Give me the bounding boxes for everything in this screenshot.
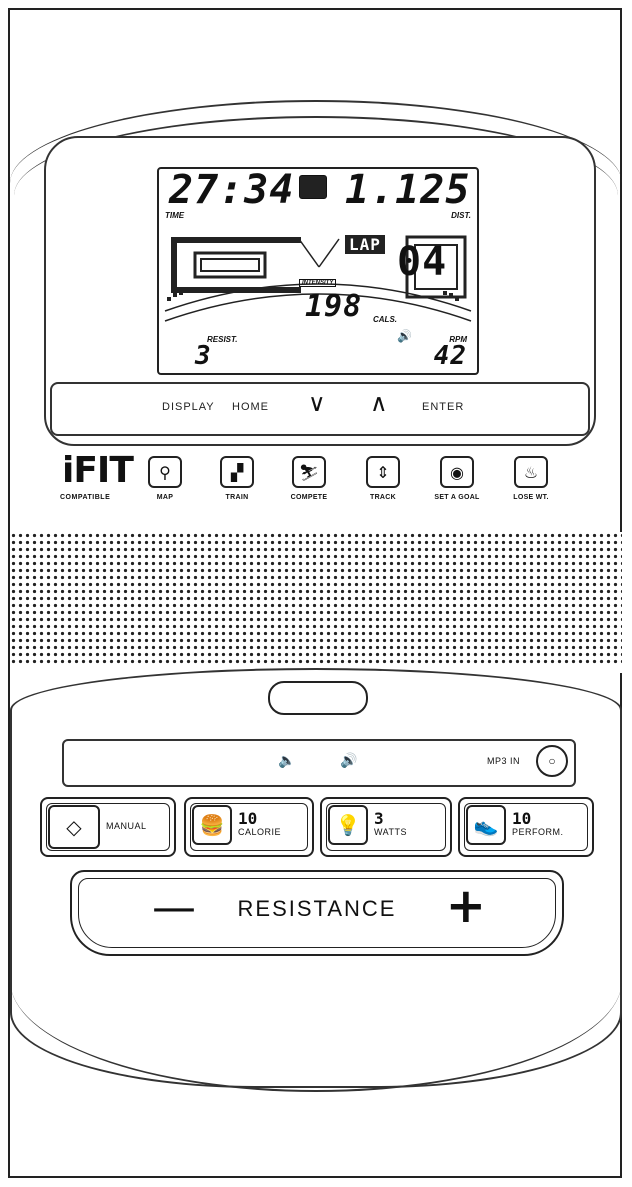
rpm-value: 42 (433, 341, 467, 371)
resistance-rocker-inner (78, 878, 556, 948)
lcd-screen: 27:34 TIME 1.125 DIST. LAP 04 INTENSITY … (157, 167, 479, 375)
resistance-label: RESISTANCE (237, 896, 397, 921)
volume-up-button[interactable]: 🔊 (340, 753, 358, 769)
fan-button[interactable] (268, 681, 368, 715)
runner-icon: ⛷ (298, 462, 320, 482)
lose-weight-button[interactable]: ♨ (514, 456, 548, 488)
map-label: MAP (156, 494, 174, 501)
calorie-label: CALORIE (238, 827, 282, 837)
console-bottom-arc (10, 980, 622, 1092)
audio-bar: 🔈 🔊 MP3 IN ○ (62, 739, 576, 787)
lose-weight-label: LOSE WT. (513, 494, 549, 501)
up-arrow-button[interactable]: ∧ (370, 389, 388, 417)
watts-button-inner (326, 803, 446, 851)
ifit-live-badge (299, 175, 327, 199)
speaker-grille (10, 532, 622, 667)
intensity-label: INTENSITY (299, 279, 337, 287)
diamond-arrows-icon: ◇ (48, 805, 100, 849)
calorie-button[interactable]: 🍔 10 CALORIE (184, 797, 314, 857)
distance-label: DIST. (451, 211, 471, 220)
set-a-goal-label: SET A GOAL (434, 494, 480, 501)
ifit-logo: iFIT (62, 450, 134, 491)
watts-button[interactable]: 💡 3 WATTS (320, 797, 452, 857)
speaker-icon: 🔊 (397, 329, 412, 343)
resist-label: RESIST. (207, 335, 238, 344)
resist-value: 3 (195, 341, 212, 371)
resistance-rocker: — RESISTANCE + (70, 870, 564, 956)
down-arrow-button[interactable]: ∨ (308, 389, 326, 417)
home-button[interactable]: HOME (232, 401, 269, 413)
manual-button-inner (46, 803, 170, 851)
watts-count: 3 (374, 809, 384, 828)
resistance-increase-button[interactable]: + (445, 878, 486, 934)
rpm-label: RPM (449, 335, 467, 344)
lap-label: LAP (345, 235, 385, 254)
ifit-compatible-label: COMPATIBLE (60, 494, 111, 501)
watts-label: WATTS (374, 827, 407, 837)
compete-button[interactable]: ⛷ (292, 456, 326, 488)
calories-value: 198 (305, 289, 363, 324)
perform-button-inner (464, 803, 588, 851)
time-label: TIME (165, 211, 185, 220)
map-button[interactable]: ⚲ (148, 456, 182, 488)
calorie-count: 10 (238, 809, 258, 828)
set-a-goal-button[interactable]: ◉ (440, 456, 474, 488)
mp3-jack[interactable]: ○ (536, 745, 568, 777)
perform-label: PERFORM. (512, 827, 564, 837)
resistance-decrease-button[interactable]: — (152, 882, 196, 933)
ifit-row: iFIT COMPATIBLE ⚲ MAP ▞ TRAIN ⛷ COMPETE … (60, 452, 580, 512)
manual-label: MANUAL (106, 821, 147, 831)
console-top-arc-inner (14, 116, 618, 558)
enter-button[interactable]: ENTER (422, 401, 465, 413)
display-button[interactable]: DISPLAY (162, 401, 215, 413)
perform-button[interactable]: 👟 10 PERFORM. (458, 797, 594, 857)
stopwatch-icon: ◉ (450, 462, 464, 482)
distance-value: 1.125 (345, 167, 471, 213)
track-arrows-icon: ⇕ (376, 462, 390, 482)
calorie-button-inner (190, 803, 308, 851)
compete-label: COMPETE (290, 494, 328, 501)
track-graph (164, 235, 472, 322)
calories-label: CALS. (373, 315, 397, 324)
map-pin-icon: ⚲ (159, 462, 171, 482)
shoe-icon: 👟 (466, 805, 506, 845)
flame-icon: ♨ (523, 462, 539, 482)
trainer-icon: ▞ (230, 462, 244, 482)
lap-value: 04 (397, 239, 448, 285)
time-value: 27:34 (169, 167, 295, 213)
track-button[interactable]: ⇕ (366, 456, 400, 488)
track-label: TRACK (370, 494, 396, 501)
train-label: TRAIN (225, 494, 249, 501)
volume-down-button[interactable]: 🔈 (278, 753, 296, 769)
manual-button[interactable]: ◇ MANUAL (40, 797, 176, 857)
train-button[interactable]: ▞ (220, 456, 254, 488)
perform-count: 10 (512, 809, 532, 828)
lightbulb-icon: 💡 (328, 805, 368, 845)
mp3-in-label: MP3 IN (486, 756, 520, 766)
console-top-arc-outer (10, 100, 622, 562)
display-button-bar: DISPLAY HOME ∨ ∧ ENTER (50, 382, 590, 436)
burger-icon: 🍔 (192, 805, 232, 845)
